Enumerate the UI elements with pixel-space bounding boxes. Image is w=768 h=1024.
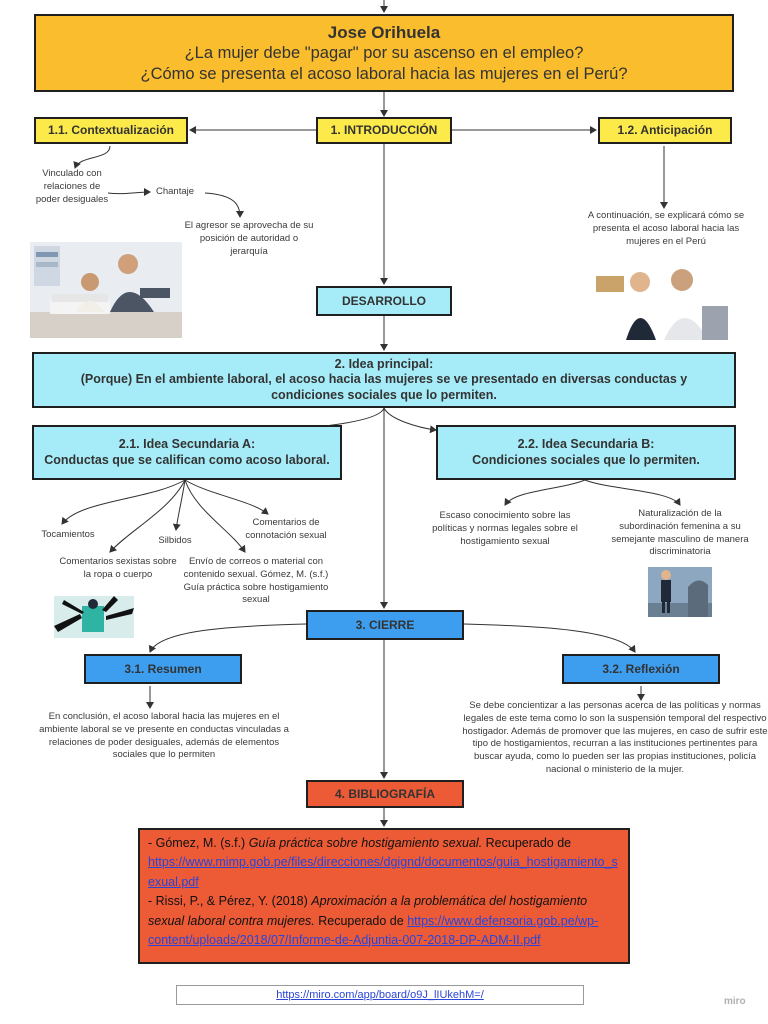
context-node[interactable]: 1.1. Contextualización bbox=[34, 117, 188, 144]
note-anticipacion: A continuación, se explicará cómo se pre… bbox=[587, 210, 745, 247]
reference-1: - Gómez, M. (s.f.) Guía práctica sobre h… bbox=[148, 834, 620, 892]
note-naturalizacion: Naturalización de la subordinación femen… bbox=[611, 508, 749, 558]
resumen-node[interactable]: 3.1. Resumen bbox=[84, 654, 242, 684]
note-tocamientos: Tocamientos bbox=[41, 529, 95, 540]
reference-2-link[interactable]: https://www.defensoria.gob.pe/wp-content… bbox=[148, 913, 599, 947]
businessman-image bbox=[648, 567, 712, 617]
reference-1-retrieved: Recuperado de bbox=[482, 836, 572, 850]
idea-a-node[interactable]: 2.1. Idea Secundaria A: Conductas que se… bbox=[32, 425, 342, 480]
miro-brand: miro bbox=[724, 996, 746, 1007]
title-question-1: ¿La mujer debe "pagar" por su ascenso en… bbox=[184, 44, 584, 62]
anticipation-node[interactable]: 1.2. Anticipación bbox=[598, 117, 732, 144]
reference-1-title: Guía práctica sobre hostigamiento sexual… bbox=[248, 836, 483, 850]
main-idea-heading: 2. Idea principal: bbox=[334, 356, 434, 371]
anticipation-label: 1.2. Anticipación bbox=[617, 123, 713, 137]
reference-2: - Rissi, P., & Pérez, Y. (2018) Aproxima… bbox=[148, 892, 620, 950]
intro-node[interactable]: 1. INTRODUCCIÓN bbox=[316, 117, 452, 144]
note-resumen: En conclusión, el acoso laboral hacia la… bbox=[39, 711, 289, 761]
bibliografia-node[interactable]: 4. BIBLIOGRAFÍA bbox=[306, 780, 464, 808]
cierre-node[interactable]: 3. CIERRE bbox=[306, 610, 464, 640]
main-idea-node[interactable]: 2. Idea principal: (Porque) En el ambien… bbox=[32, 352, 736, 408]
idea-b-node[interactable]: 2.2. Idea Secundaria B: Condiciones soci… bbox=[436, 425, 736, 480]
reference-1-link[interactable]: https://www.mimp.gob.pe/files/direccione… bbox=[148, 855, 618, 889]
desarrollo-node[interactable]: DESARROLLO bbox=[316, 286, 452, 316]
main-idea-text: (Porque) En el ambiente laboral, el acos… bbox=[80, 372, 688, 402]
title-question-2: ¿Cómo se presenta el acoso laboral hacia… bbox=[140, 64, 628, 83]
context-label: 1.1. Contextualización bbox=[47, 123, 175, 137]
office-harassment-image bbox=[30, 242, 182, 338]
resumen-label: 3.1. Resumen bbox=[124, 661, 202, 676]
note-connotacion: Comentarios de connotación sexual bbox=[245, 517, 327, 541]
note-reflexion: Se debe concientizar a las personas acer… bbox=[462, 700, 768, 776]
reflexion-label: 3.2. Reflexión bbox=[602, 661, 680, 676]
bibliografia-label: 4. BIBLIOGRAFÍA bbox=[334, 786, 435, 801]
idea-b-heading: 2.2. Idea Secundaria B: bbox=[517, 436, 655, 451]
reference-2-title: Aproximación a la problemática del hosti… bbox=[148, 894, 588, 928]
reaching-hands-image bbox=[54, 596, 134, 638]
note-silbidos: Silbidos bbox=[158, 535, 192, 546]
intro-label: 1. INTRODUCCIÓN bbox=[330, 123, 438, 137]
note-agresor: El agresor se aprovecha de su posición d… bbox=[184, 220, 314, 257]
note-chantaje: Chantaje bbox=[155, 186, 195, 197]
cierre-label: 3. CIERRE bbox=[355, 617, 415, 632]
reflexion-node[interactable]: 3.2. Reflexión bbox=[562, 654, 720, 684]
author-name: Jose Orihuela bbox=[327, 22, 441, 42]
idea-a-heading: 2.1. Idea Secundaria A: bbox=[118, 436, 256, 451]
idea-b-text: Condiciones sociales que lo permiten. bbox=[472, 452, 700, 467]
note-escaso: Escaso conocimiento sobre las políticas … bbox=[432, 510, 578, 547]
board-url-link[interactable]: https://miro.com/app/board/o9J_lIUkehM=/ bbox=[276, 989, 484, 1001]
idea-a-text: Conductas que se califican como acoso la… bbox=[44, 452, 330, 467]
reference-2-author: - Rissi, P., & Pérez, Y. (2018) bbox=[148, 894, 312, 909]
references-box: - Gómez, M. (s.f.) Guía práctica sobre h… bbox=[138, 828, 630, 964]
reference-1-author: - Gómez, M. (s.f.) bbox=[148, 836, 249, 850]
reference-2-retrieved: Recuperado de bbox=[314, 913, 404, 928]
note-vinculado: Vinculado con relaciones de poder desigu… bbox=[35, 168, 109, 205]
board-url-bar[interactable]: https://miro.com/app/board/o9J_lIUkehM=/ bbox=[176, 985, 584, 1005]
title-box: Jose Orihuela ¿La mujer debe "pagar" por… bbox=[34, 14, 734, 92]
desarrollo-label: DESARROLLO bbox=[342, 293, 426, 308]
note-sexistas: Comentarios sexistas sobre la ropa o cue… bbox=[59, 556, 177, 580]
help-sign-image bbox=[596, 262, 728, 340]
note-envio: Envío de correos o material con contenid… bbox=[183, 556, 329, 606]
